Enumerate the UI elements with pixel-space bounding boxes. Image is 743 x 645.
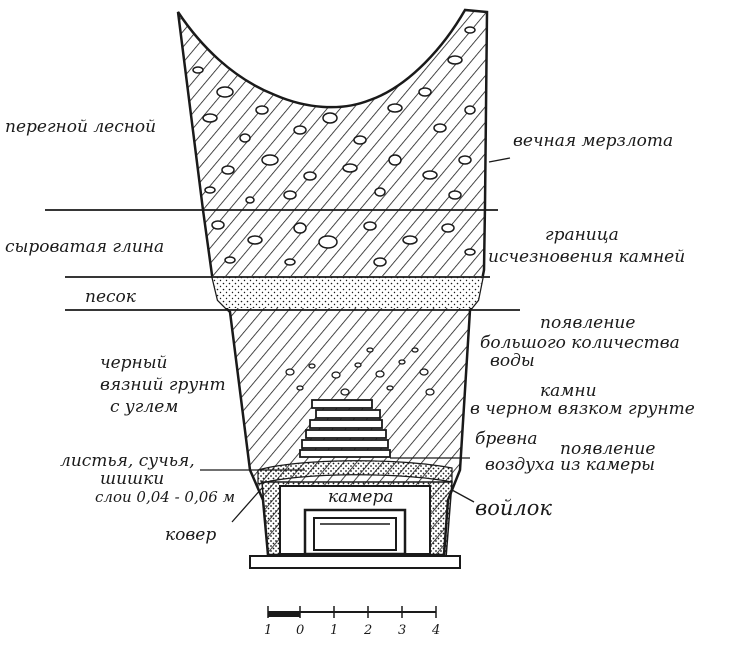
label-water-2: большого количества bbox=[480, 333, 680, 353]
layer-boundaries bbox=[45, 209, 520, 311]
scale-tick-label: 2 bbox=[363, 623, 372, 638]
label-black-soil-3: с углем bbox=[110, 397, 178, 417]
coffin-inner bbox=[313, 517, 397, 551]
label-chamber: камера bbox=[328, 487, 393, 507]
label-black-soil-1: черный bbox=[100, 353, 168, 373]
scale-tick-label: 1 bbox=[264, 623, 272, 638]
chamber-floor bbox=[249, 555, 461, 569]
sand-layer-dots bbox=[200, 276, 487, 308]
label-layers-3: слои 0,04 - 0,06 м bbox=[95, 488, 235, 506]
label-humus: перегной лесной bbox=[5, 117, 156, 137]
scale-tick-label: 1 bbox=[330, 623, 338, 638]
label-felt: войлок bbox=[475, 496, 552, 520]
label-black-soil-2: вязний грунт bbox=[100, 375, 226, 395]
label-water-1: появление bbox=[540, 313, 635, 333]
scale-tick-label: 3 bbox=[398, 623, 406, 638]
label-air-1: появление bbox=[560, 439, 655, 459]
label-carpet: ковер bbox=[165, 525, 216, 545]
label-permafrost: вечная мерзлота bbox=[513, 131, 673, 151]
scale-bar: 1 0 1 2 3 4 bbox=[264, 606, 440, 638]
leader-lines bbox=[200, 157, 511, 523]
label-damp-clay: сыроватая глина bbox=[5, 237, 164, 257]
label-stones-1: камни bbox=[540, 381, 597, 401]
scale-tick-label: 0 bbox=[296, 623, 304, 638]
label-logs: бревна bbox=[475, 429, 538, 449]
label-air-2: воздуха из камеры bbox=[485, 455, 655, 475]
scale-tick-label: 4 bbox=[431, 623, 440, 638]
label-stone-limit-1: граница bbox=[545, 225, 619, 245]
log-pile bbox=[299, 399, 391, 458]
label-layers-1: листья, сучья, bbox=[60, 451, 195, 471]
label-sand: песок bbox=[85, 287, 137, 307]
label-layers-2: шишки bbox=[100, 469, 164, 489]
grave-shaft bbox=[176, 8, 489, 569]
label-stones-2: в черном вязком грунте bbox=[470, 399, 695, 419]
label-water-3: воды bbox=[490, 351, 535, 371]
stones-black-soil bbox=[285, 347, 435, 396]
label-stone-limit-2: исчезновения камней bbox=[488, 247, 685, 267]
